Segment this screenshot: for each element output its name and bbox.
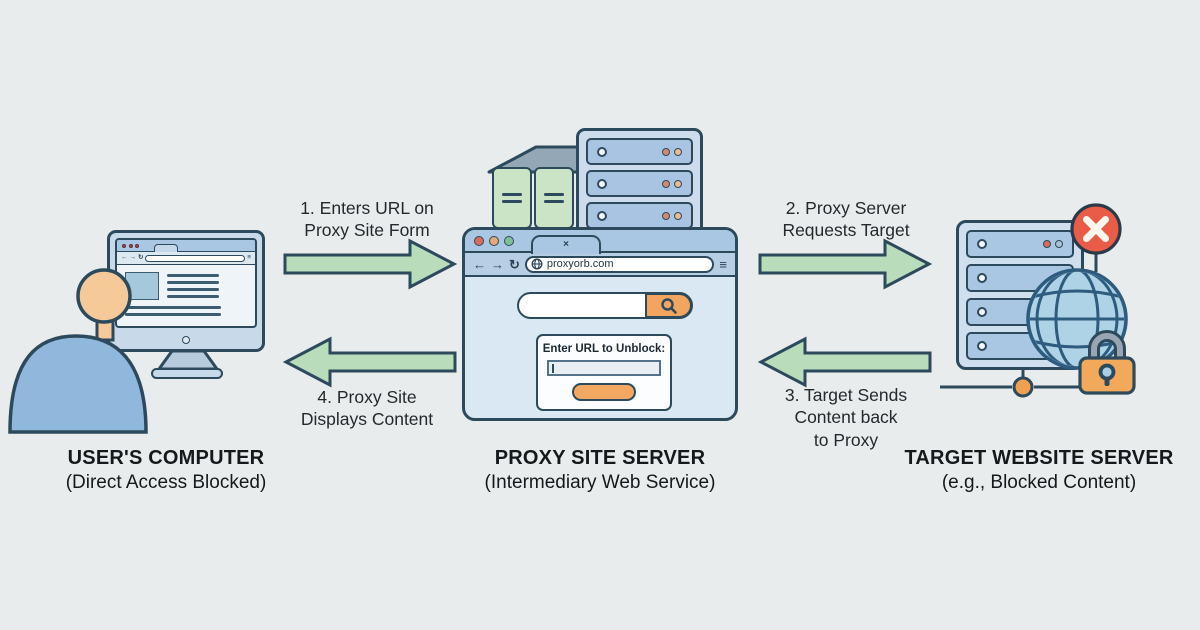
- window-dot-red-icon: [474, 235, 484, 246]
- server-dot-icon: [1043, 240, 1051, 248]
- text-caret: [552, 363, 554, 373]
- refresh-icon: ↻: [509, 256, 520, 272]
- unblock-form: Enter URL to Unblock:: [536, 334, 672, 411]
- caption-target-website-server: TARGET WEBSITE SERVER (e.g., Blocked Con…: [879, 447, 1199, 494]
- proxy-search-bar: [517, 292, 693, 319]
- server-led-icon: [977, 273, 987, 283]
- arrow-step-1-right: [283, 238, 458, 290]
- address-bar: ← → ↻ proxyorb.com ≡: [465, 253, 735, 277]
- blocked-x-icon: [1070, 203, 1122, 272]
- lock-icon: [1078, 330, 1136, 395]
- back-icon: ←: [121, 253, 128, 261]
- caption-subtitle: (Direct Access Blocked): [65, 472, 267, 493]
- unblock-submit-button: [572, 383, 636, 401]
- server-led-icon: [597, 146, 607, 157]
- caption-title: USER'S COMPUTER: [67, 447, 265, 469]
- server-dot-icon: [662, 211, 670, 220]
- book-icon: [534, 167, 574, 229]
- monitor: ← → ↻ ≡: [107, 230, 265, 352]
- window-dot-icon: [135, 243, 139, 248]
- back-icon: ←: [473, 256, 486, 272]
- server-dot-icon: [674, 211, 682, 220]
- book-icon: [492, 167, 532, 229]
- webpage-text-lines: [125, 306, 247, 316]
- step-2-label: 2. Proxy Server Requests Target: [782, 198, 910, 241]
- mini-browser-titlebar: [117, 240, 255, 252]
- unblock-url-input: [547, 360, 661, 376]
- server-led-icon: [977, 307, 987, 317]
- mini-browser-tab: [153, 243, 178, 252]
- server-dot-icon: [674, 147, 682, 156]
- network-node: [1012, 376, 1034, 398]
- magnifier-icon: [660, 297, 677, 314]
- server-slot: [966, 230, 1074, 258]
- caption-subtitle: (Intermediary Web Service): [484, 472, 716, 493]
- server-dot-icon: [662, 147, 670, 156]
- person-body: [8, 334, 148, 434]
- browser-titlebar: ×: [465, 230, 735, 254]
- user-person: [8, 268, 148, 434]
- step-4-label: 4. Proxy Site Displays Content: [300, 387, 434, 430]
- url-field: proxyorb.com: [524, 255, 715, 273]
- caption-users-computer: USER'S COMPUTER (Direct Access Blocked): [16, 447, 316, 494]
- caption-proxy-site-server: PROXY SITE SERVER (Intermediary Web Serv…: [440, 447, 760, 494]
- window-dot-green-icon: [504, 235, 514, 246]
- server-dot-icon: [674, 179, 682, 188]
- browser-tab: ×: [531, 235, 601, 254]
- server-dot-icon: [1055, 240, 1063, 248]
- menu-icon: ≡: [247, 253, 251, 261]
- step-1-label: 1. Enters URL on Proxy Site Form: [300, 198, 434, 241]
- proxy-server-rack: [576, 128, 703, 236]
- server-led-icon: [977, 341, 987, 351]
- server-slot: [586, 202, 693, 229]
- search-button: [645, 293, 692, 318]
- url-text: proxyorb.com: [546, 258, 614, 270]
- server-slot: [586, 138, 693, 165]
- mini-browser-window: ← → ↻ ≡: [115, 238, 257, 328]
- forward-icon: →: [129, 253, 137, 261]
- caption-title: PROXY SITE SERVER: [494, 447, 706, 469]
- caption-subtitle: (e.g., Blocked Content): [941, 472, 1137, 493]
- window-dot-icon: [128, 243, 133, 248]
- arrow-step-3-left: [757, 336, 932, 388]
- arrow-step-4-left: [282, 336, 457, 388]
- monitor-button: [182, 336, 190, 344]
- unblock-form-label: Enter URL to Unblock:: [542, 343, 666, 355]
- person-head: [76, 268, 132, 324]
- forward-icon: →: [491, 256, 504, 272]
- monitor-base: [151, 368, 223, 379]
- mini-url-field: [145, 254, 246, 262]
- menu-icon: ≡: [719, 256, 727, 272]
- server-slot: [586, 170, 693, 197]
- mini-address-bar: ← → ↻ ≡: [117, 252, 255, 265]
- globe-icon: [531, 258, 543, 270]
- arrow-step-2-right: [758, 238, 933, 290]
- refresh-icon: ↻: [138, 253, 144, 261]
- server-led-icon: [597, 178, 607, 189]
- webpage-text-lines: [167, 272, 247, 300]
- server-dot-icon: [662, 179, 670, 188]
- window-dot-icon: [122, 243, 126, 248]
- caption-title: TARGET WEBSITE SERVER: [904, 447, 1174, 469]
- window-dot-orange-icon: [489, 235, 499, 246]
- server-led-icon: [977, 239, 987, 249]
- proxy-browser-window: × ← → ↻ proxyorb.com ≡: [462, 227, 738, 421]
- server-led-icon: [597, 210, 607, 221]
- step-3-label: 3. Target Sends Content back to Proxy: [784, 385, 908, 450]
